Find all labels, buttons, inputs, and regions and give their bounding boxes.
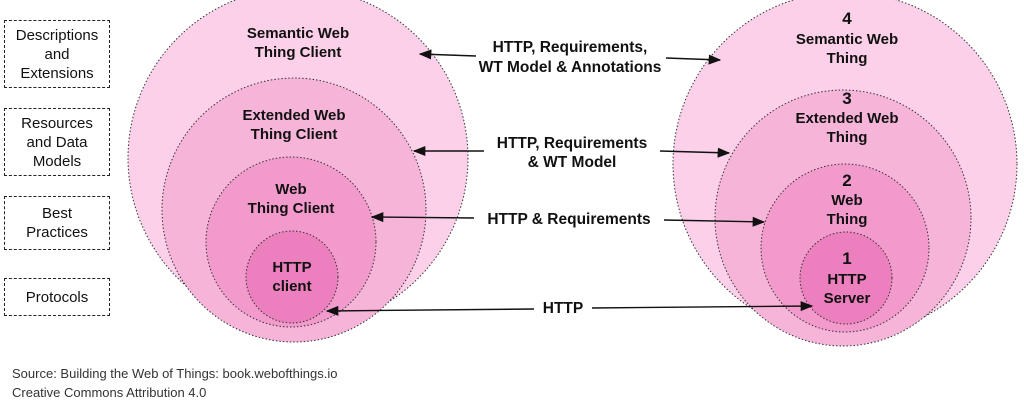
http-client-circle: [245, 230, 339, 324]
client-circles: [127, 0, 469, 343]
extended-client-label-1: Extended Web: [242, 107, 345, 124]
arrow-protocols-left: [325, 305, 535, 316]
layer-label: Protocols: [25, 288, 89, 306]
http-client-label-1: HTTP: [272, 259, 311, 276]
arrow-label-protocols: HTTP: [543, 300, 583, 317]
layer-box-protocols: Protocols: [4, 278, 110, 316]
layer-label: Descriptions and Extensions: [15, 26, 99, 82]
layer-box-descriptions: Descriptions and Extensions: [4, 20, 110, 88]
web-thing-label-2: Thing: [827, 211, 868, 228]
arrow-label-resources-1: HTTP, Requirements: [497, 135, 647, 152]
arrow-label-descriptions-2: WT Model & Annotations: [479, 59, 662, 76]
arrows: [325, 49, 814, 316]
arrow-protocols-right: [591, 301, 814, 312]
semantic-thing-label-1: Semantic Web: [796, 31, 898, 48]
layer-label: Resources and Data Models: [21, 114, 93, 170]
arrow-label-resources-2: & WT Model: [528, 154, 617, 171]
http-client-label-2: client: [272, 278, 311, 295]
http-server-number: 1: [842, 249, 851, 268]
source-credit: Source: Building the Web of Things: book…: [12, 364, 337, 402]
arrow-descriptions-right: [665, 54, 722, 65]
http-server-label-2: Server: [824, 290, 871, 307]
arrow-resources-right: [659, 147, 731, 158]
extended-thing-number: 3: [842, 89, 851, 108]
web-client-label-2: Thing Client: [248, 200, 335, 217]
semantic-client-label-2: Thing Client: [255, 44, 342, 61]
web-thing-number: 2: [842, 171, 851, 190]
semantic-thing-label-2: Thing: [827, 50, 868, 67]
arrow-descriptions-left: [418, 49, 477, 60]
layer-label: Best Practices: [26, 205, 88, 241]
arrow-practices-left: [370, 212, 475, 223]
extended-client-label-2: Thing Client: [251, 126, 338, 143]
thing-circles: [672, 0, 1018, 347]
http-server-circle: [799, 231, 893, 325]
semantic-thing-number: 4: [842, 9, 852, 28]
layer-box-resources: Resources and Data Models: [4, 108, 110, 176]
semantic-client-label-1: Semantic Web: [247, 25, 349, 42]
web-thing-label-1: Web: [831, 192, 862, 209]
layer-box-best-practices: Best Practices: [4, 196, 110, 250]
source-line: Source: Building the Web of Things: book…: [12, 366, 338, 381]
arrow-label-practices: HTTP & Requirements: [487, 211, 650, 228]
web-client-label-1: Web: [275, 181, 306, 198]
license-line: Creative Commons Attribution 4.0: [12, 385, 207, 400]
extended-thing-label-1: Extended Web: [795, 110, 898, 127]
http-server-label-1: HTTP: [827, 271, 866, 288]
extended-thing-label-2: Thing: [827, 129, 868, 146]
arrow-label-descriptions-1: HTTP, Requirements,: [493, 39, 648, 56]
arrow-practices-right: [663, 216, 766, 227]
